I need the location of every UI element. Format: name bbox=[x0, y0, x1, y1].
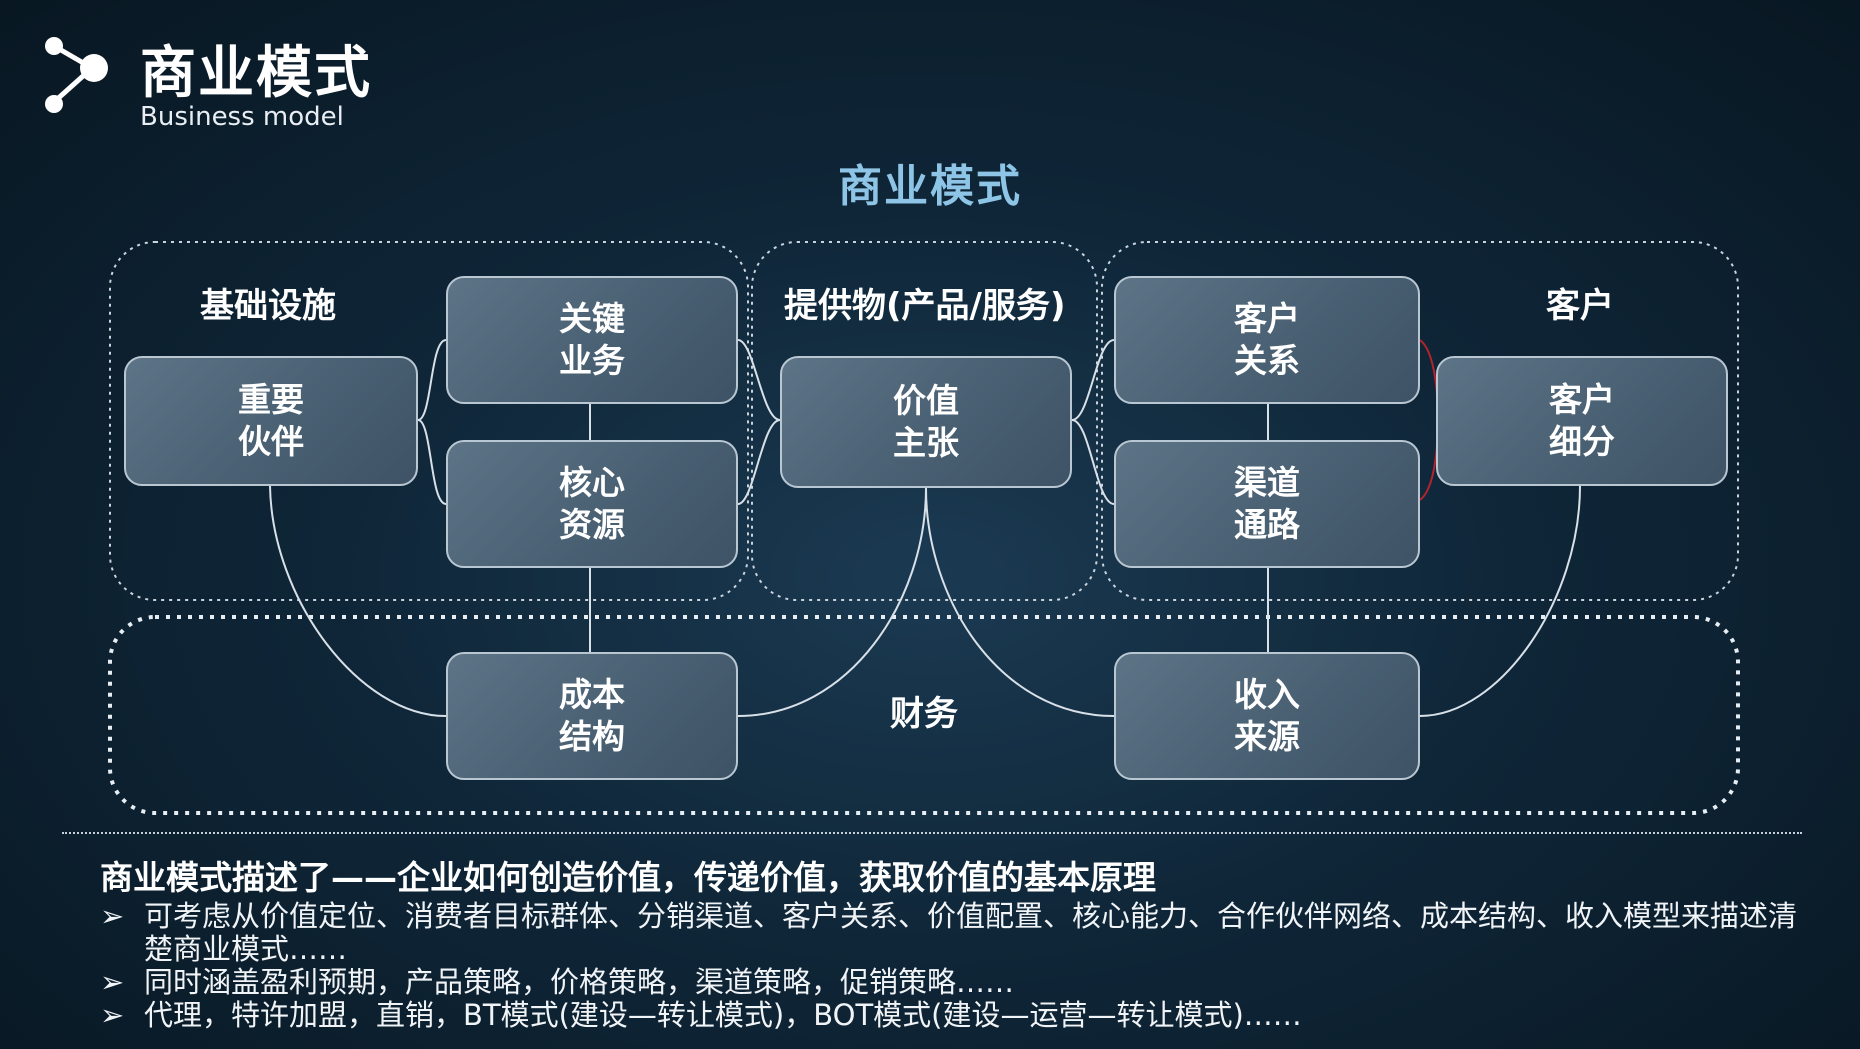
list-item: ➢ 代理，特许加盟，直销，BT模式(建设—转让模式)，BOT模式(建设—运营—转… bbox=[100, 999, 1800, 1032]
arrow-bullet-icon: ➢ bbox=[100, 998, 125, 1032]
box-key-resources: 核心资源 bbox=[446, 440, 738, 568]
network-logo-icon bbox=[45, 37, 108, 113]
arrow-bullet-icon: ➢ bbox=[100, 965, 125, 999]
list-item: ➢ 同时涵盖盈利预期，产品策略，价格策略，渠道策略，促销策略…… bbox=[100, 966, 1800, 999]
box-cost-structure: 成本结构 bbox=[446, 652, 738, 780]
group-label-offering: 提供物(产品/服务) bbox=[784, 286, 1066, 326]
box-key-partners: 重要伙伴 bbox=[124, 356, 418, 486]
box-value-proposition: 价值主张 bbox=[780, 356, 1072, 488]
box-customer-relationships: 客户关系 bbox=[1114, 276, 1420, 404]
page-title: 商业模式 bbox=[140, 41, 372, 106]
box-revenue-streams: 收入来源 bbox=[1114, 652, 1420, 780]
notes-section: 商业模式描述了——企业如何创造价值，传递价值，获取价值的基本原理 ➢ 可考虑从价… bbox=[100, 856, 1800, 1032]
page-subtitle: Business model bbox=[140, 102, 344, 132]
notes-lead: 商业模式描述了——企业如何创造价值，传递价值，获取价值的基本原理 bbox=[100, 858, 1156, 897]
group-label-finance: 财务 bbox=[890, 694, 958, 734]
list-item-text: 代理，特许加盟，直销，BT模式(建设—转让模式)，BOT模式(建设—运营—转让模… bbox=[144, 998, 1302, 1032]
list-item-text: 同时涵盖盈利预期，产品策略，价格策略，渠道策略，促销策略…… bbox=[144, 965, 1015, 999]
diagram-title: 商业模式 bbox=[838, 161, 1022, 212]
group-label-infrastructure: 基础设施 bbox=[200, 286, 336, 326]
list-item-text: 可考虑从价值定位、消费者目标群体、分销渠道、客户关系、价值配置、核心能力、合作伙… bbox=[144, 899, 1798, 966]
arrow-bullet-icon: ➢ bbox=[100, 899, 125, 933]
divider bbox=[62, 832, 1802, 834]
group-frame-customer bbox=[1101, 241, 1739, 601]
box-key-activities: 关键业务 bbox=[446, 276, 738, 404]
box-channels: 渠道通路 bbox=[1114, 440, 1420, 568]
list-item: ➢ 可考虑从价值定位、消费者目标群体、分销渠道、客户关系、价值配置、核心能力、合… bbox=[100, 900, 1800, 966]
group-frame-infrastructure bbox=[109, 241, 749, 601]
group-frame-finance bbox=[108, 615, 1740, 815]
box-customer-segments: 客户细分 bbox=[1436, 356, 1728, 486]
group-label-customer: 客户 bbox=[1546, 286, 1614, 326]
